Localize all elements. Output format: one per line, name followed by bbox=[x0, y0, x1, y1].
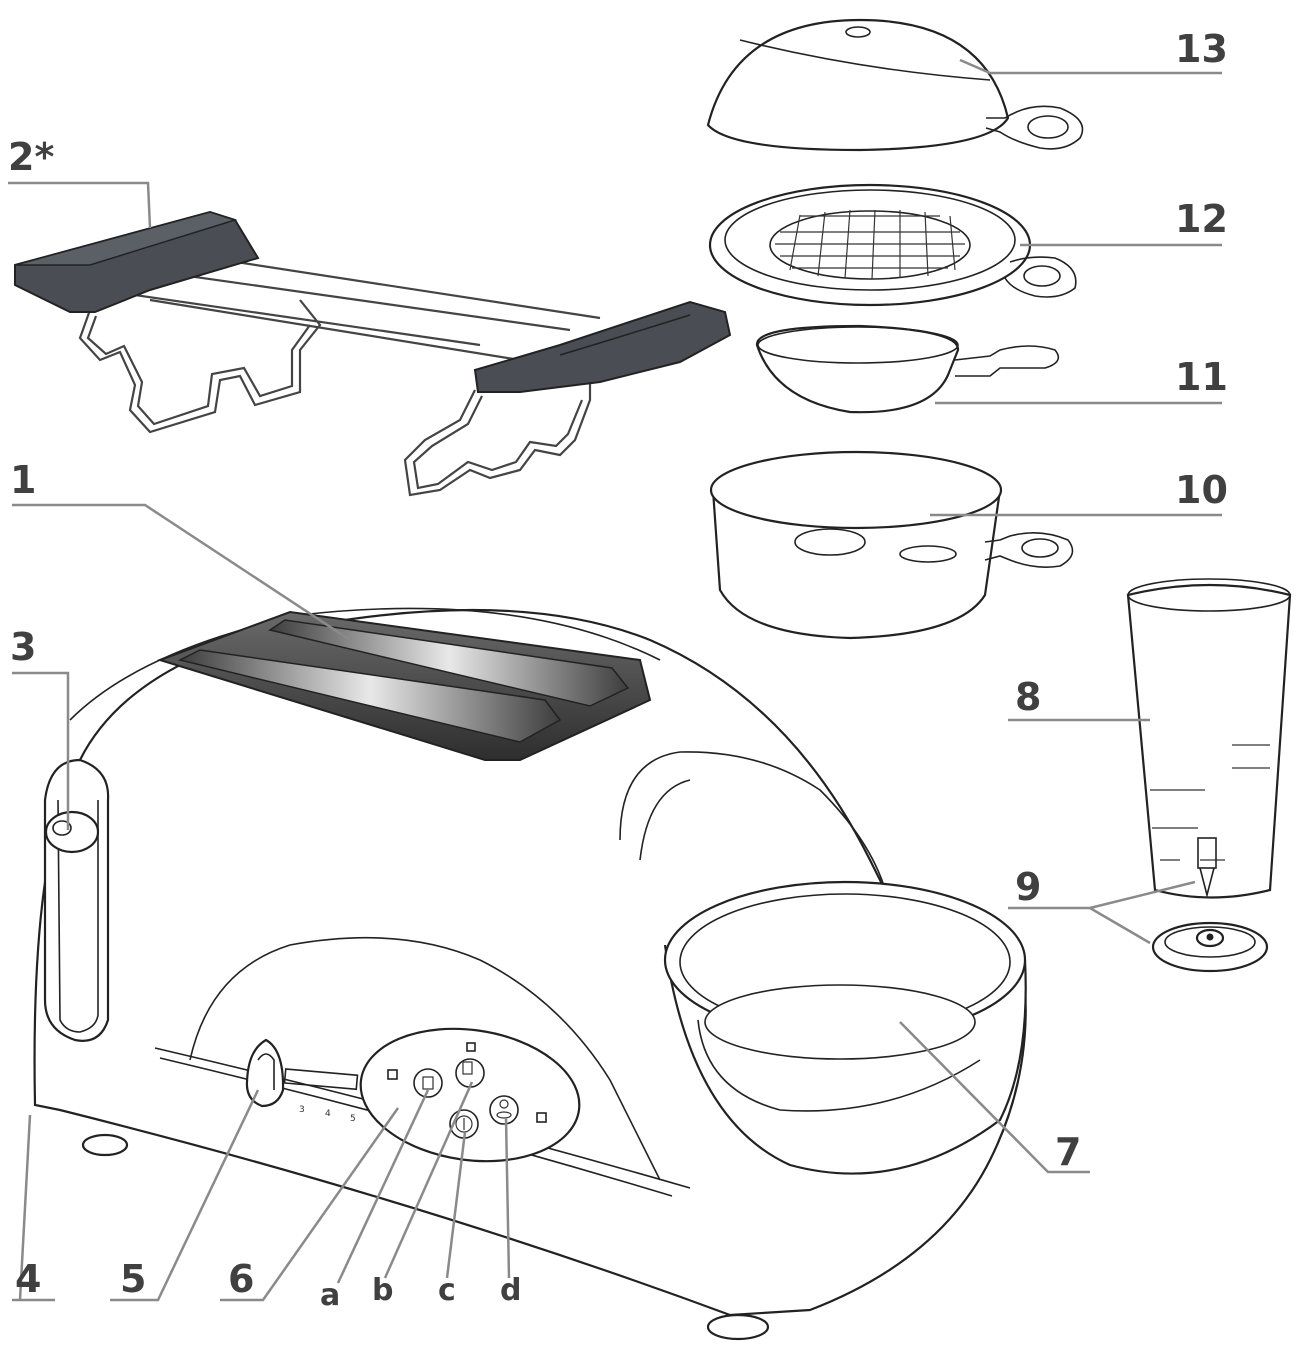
steam-bowl bbox=[709, 450, 1074, 640]
label-d: d bbox=[500, 1273, 521, 1308]
label-2: 2* bbox=[8, 135, 54, 179]
label-13: 13 bbox=[1175, 27, 1228, 71]
egg-piercer bbox=[1151, 921, 1269, 973]
label-10: 10 bbox=[1175, 468, 1228, 512]
label-11: 11 bbox=[1175, 355, 1228, 399]
toaster-body bbox=[33, 607, 1027, 1341]
label-8: 8 bbox=[1015, 675, 1041, 719]
bread-slot-1 bbox=[268, 619, 630, 707]
egg-cup bbox=[755, 324, 1060, 414]
toast-rack bbox=[14, 210, 732, 497]
leader-lines bbox=[8, 58, 1222, 1302]
bread-slot-2 bbox=[177, 649, 562, 743]
label-a: a bbox=[320, 1278, 340, 1313]
label-b: b bbox=[372, 1273, 393, 1308]
label-6: 6 bbox=[228, 1257, 254, 1301]
rack-handle-right bbox=[473, 300, 732, 393]
label-4: 4 bbox=[15, 1257, 41, 1301]
dial-mark-3: 3 bbox=[299, 1105, 305, 1115]
callout-labels: 2* 1 3 4 5 6 a b c d 7 8 9 10 11 12 13 bbox=[8, 27, 1228, 1313]
label-c: c bbox=[438, 1273, 456, 1308]
label-3: 3 bbox=[10, 625, 36, 669]
dial-mark-5: 5 bbox=[350, 1114, 356, 1124]
button-a bbox=[413, 1068, 443, 1098]
label-5: 5 bbox=[120, 1257, 146, 1301]
measuring-cup bbox=[1126, 578, 1292, 899]
poaching-tray bbox=[708, 183, 1077, 307]
label-9: 9 bbox=[1015, 865, 1041, 909]
label-12: 12 bbox=[1175, 197, 1228, 241]
dial-mark-4: 4 bbox=[325, 1109, 331, 1119]
label-1: 1 bbox=[10, 458, 36, 502]
button-d bbox=[489, 1095, 519, 1125]
dial-marks: 3 4 5 bbox=[299, 1105, 356, 1124]
egg-lid bbox=[706, 18, 1084, 152]
label-7: 7 bbox=[1055, 1130, 1081, 1174]
